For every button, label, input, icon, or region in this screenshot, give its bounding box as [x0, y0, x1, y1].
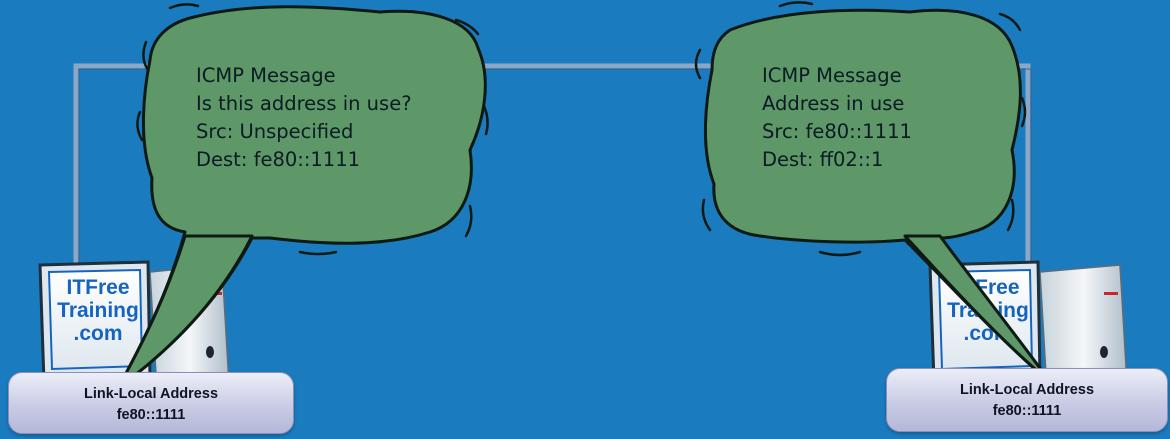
address-box-left: Link-Local Address fe80::1111 — [8, 372, 294, 434]
bubble-right-line-1: ICMP Message — [762, 64, 902, 87]
address-value-left: fe80::1111 — [116, 407, 186, 423]
brand-logo-left: ITFree Training .com — [54, 276, 142, 345]
address-label-right: Link-Local Address — [959, 382, 1095, 398]
tower-led-right — [1104, 292, 1118, 295]
bubble-right-line-2: Address in use — [762, 92, 905, 115]
brand-left-line-3: .com — [73, 322, 123, 345]
bubble-rough-edge-left — [136, 3, 489, 256]
tower-button-left — [206, 346, 214, 358]
bubble-text-right: ICMP Message Address in use Src: fe80::1… — [762, 62, 912, 174]
address-value-right: fe80::1111 — [992, 403, 1062, 419]
network-cable-shadow — [78, 68, 1032, 298]
bubble-tail-right — [903, 234, 1052, 384]
bubble-left-line-1: ICMP Message — [196, 64, 336, 87]
bubble-left-line-3: Src: Unspecified — [196, 120, 354, 143]
bubble-right-line-3: Src: fe80::1111 — [762, 120, 912, 143]
bubble-left-line-2: Is this address in use? — [196, 92, 412, 115]
bubble-text-left: ICMP Message Is this address in use? Src… — [196, 62, 412, 174]
brand-left-line-2: Training — [57, 299, 139, 322]
address-box-right: Link-Local Address fe80::1111 — [886, 368, 1168, 432]
brand-left-line-1: ITFree — [66, 276, 130, 299]
tower-button-right — [1100, 346, 1108, 358]
bubble-left-line-4: Dest: fe80::1111 — [196, 148, 361, 171]
address-label-left: Link-Local Address — [83, 386, 219, 402]
network-cable — [73, 63, 1031, 295]
bubble-right-line-4: Dest: ff02::1 — [762, 148, 884, 171]
bubble-tail-left — [116, 234, 254, 390]
bubble-rough-edge-right — [694, 1, 1027, 257]
